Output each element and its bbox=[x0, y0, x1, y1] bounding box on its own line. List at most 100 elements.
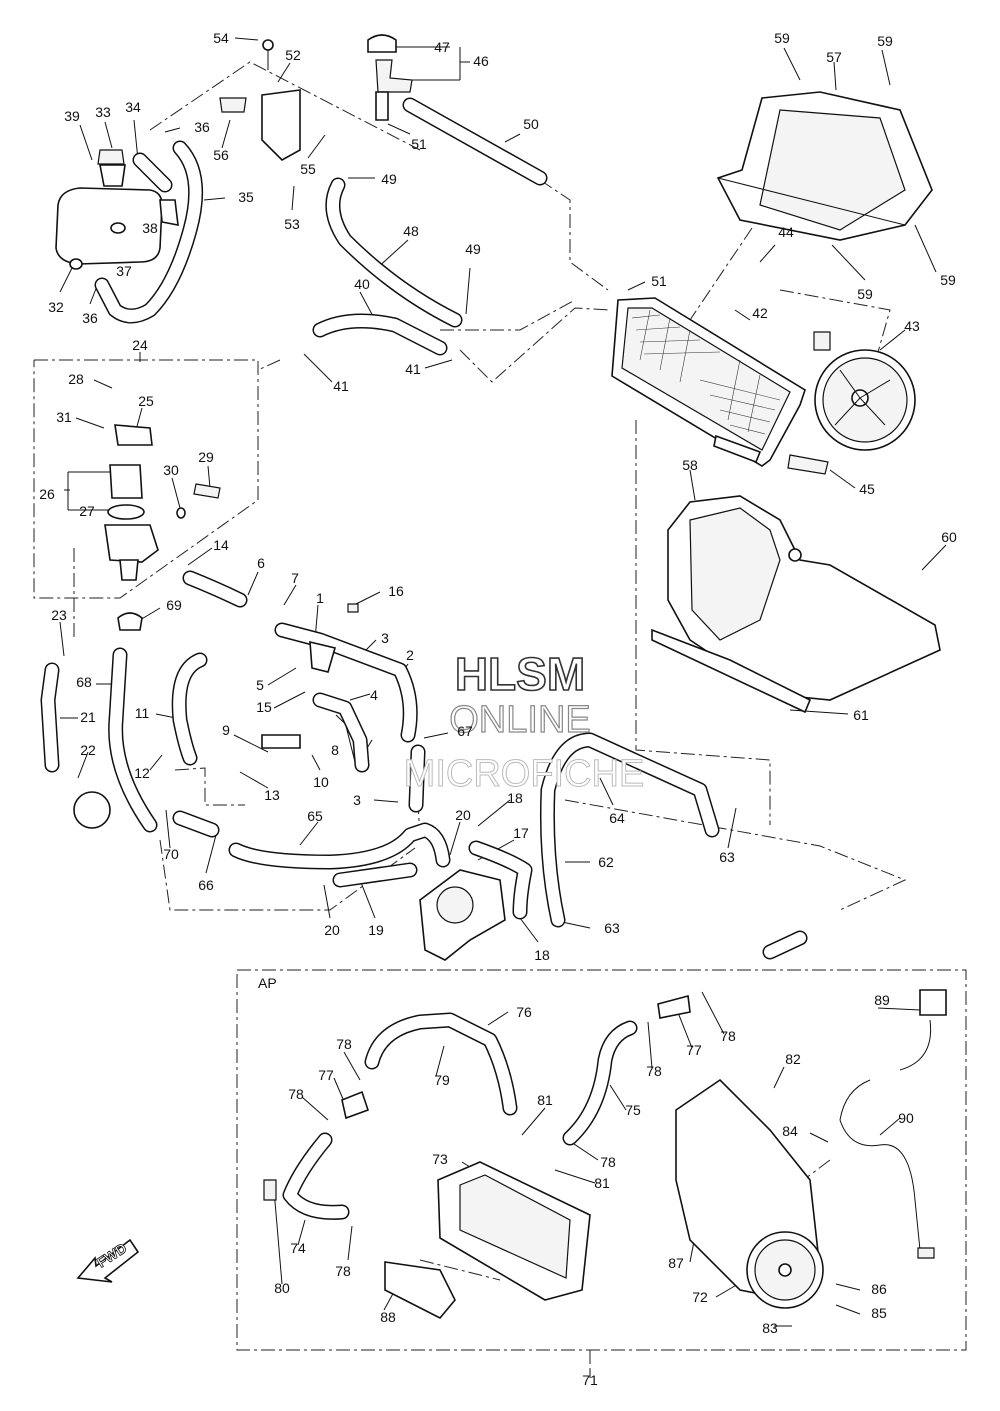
callout: 50 bbox=[523, 116, 539, 132]
callout: 40 bbox=[354, 276, 370, 292]
callout: 79 bbox=[434, 1072, 450, 1088]
reservoir-hoses bbox=[94, 140, 204, 324]
group-label-ap: AP bbox=[258, 975, 277, 991]
callout: 44 bbox=[778, 224, 794, 240]
callout: 42 bbox=[752, 305, 768, 321]
thermostat-assembly bbox=[104, 424, 221, 631]
callout: 18 bbox=[534, 947, 550, 963]
callout: 82 bbox=[785, 1051, 801, 1067]
fitting-9 bbox=[261, 603, 359, 749]
callout: 19 bbox=[368, 922, 384, 938]
callout: 49 bbox=[465, 241, 481, 257]
callout: 18 bbox=[507, 790, 523, 806]
callout: 81 bbox=[537, 1092, 553, 1108]
callout: 14 bbox=[213, 537, 229, 553]
callout: 51 bbox=[411, 136, 427, 152]
callout: 73 bbox=[432, 1151, 448, 1167]
callout: 6 bbox=[257, 555, 265, 571]
callout: 56 bbox=[213, 147, 229, 163]
main-hoses-upper bbox=[312, 97, 548, 356]
callout: 23 bbox=[51, 607, 67, 623]
callout: 43 bbox=[904, 318, 920, 334]
callout: 34 bbox=[125, 99, 141, 115]
cover-58 bbox=[651, 495, 941, 714]
callout: 16 bbox=[388, 583, 404, 599]
callout: 26 bbox=[39, 486, 55, 502]
callout: 38 bbox=[142, 220, 158, 236]
callout: 86 bbox=[871, 1281, 887, 1297]
callout: 3 bbox=[381, 630, 389, 646]
callout: 78 bbox=[646, 1063, 662, 1079]
callout: 72 bbox=[692, 1289, 708, 1305]
callout: 84 bbox=[782, 1123, 798, 1139]
group-outlines bbox=[33, 61, 967, 1370]
callout: 48 bbox=[403, 223, 419, 239]
callout: 31 bbox=[56, 409, 72, 425]
callout: 22 bbox=[80, 742, 96, 758]
callout: 25 bbox=[138, 393, 154, 409]
callout: 78 bbox=[720, 1028, 736, 1044]
watermark: HLSM ONLINE MICROFICHE bbox=[403, 647, 645, 795]
callout: 12 bbox=[134, 765, 150, 781]
radiator bbox=[611, 297, 806, 467]
callout: 70 bbox=[163, 846, 179, 862]
callout-labels: 1 2 3 3 4 5 6 7 8 9 10 11 12 13 14 15 16… bbox=[39, 30, 957, 1388]
callout: 7 bbox=[291, 570, 299, 586]
callout: 10 bbox=[313, 774, 329, 790]
filler-neck bbox=[219, 34, 413, 161]
callout: 36 bbox=[194, 119, 210, 135]
lower-hoses bbox=[40, 570, 720, 928]
fwd-arrow: FWD bbox=[76, 1238, 140, 1283]
callout: 4 bbox=[370, 687, 378, 703]
callout: 69 bbox=[166, 597, 182, 613]
callout: 15 bbox=[256, 699, 272, 715]
callout: 83 bbox=[762, 1320, 778, 1336]
callout: 81 bbox=[594, 1175, 610, 1191]
callout: 24 bbox=[132, 337, 148, 353]
callout: 62 bbox=[598, 854, 614, 870]
callout: 33 bbox=[95, 104, 111, 120]
callout: 8 bbox=[331, 742, 339, 758]
callout: 59 bbox=[877, 33, 893, 49]
callout: 59 bbox=[857, 286, 873, 302]
callout: 64 bbox=[609, 810, 625, 826]
callout: 47 bbox=[434, 39, 450, 55]
callout: 49 bbox=[381, 171, 397, 187]
callout: 71 bbox=[582, 1372, 598, 1388]
callout: 32 bbox=[48, 299, 64, 315]
callout: 60 bbox=[941, 529, 957, 545]
callout: 57 bbox=[826, 49, 842, 65]
callout: 78 bbox=[288, 1086, 304, 1102]
fan-shroud bbox=[716, 91, 933, 241]
callout: 45 bbox=[859, 481, 875, 497]
ap-group-parts bbox=[263, 989, 947, 1320]
callout: 66 bbox=[198, 877, 214, 893]
watermark-line1: HLSM bbox=[455, 648, 585, 700]
callout: 77 bbox=[686, 1042, 702, 1058]
callout: 9 bbox=[222, 722, 230, 738]
callout: 20 bbox=[455, 807, 471, 823]
callout: 11 bbox=[135, 705, 150, 721]
callout: 61 bbox=[853, 707, 869, 723]
callout: 80 bbox=[274, 1280, 290, 1296]
callout: 90 bbox=[898, 1110, 914, 1126]
callout: 74 bbox=[290, 1240, 306, 1256]
watermark-line2: ONLINE bbox=[449, 699, 590, 741]
callout: 27 bbox=[79, 503, 95, 519]
callout: 63 bbox=[604, 920, 620, 936]
callout: 35 bbox=[238, 189, 254, 205]
callout: 59 bbox=[774, 30, 790, 46]
callout: 65 bbox=[307, 808, 323, 824]
callout: 54 bbox=[213, 30, 229, 46]
watermark-line3: MICROFICHE bbox=[404, 753, 645, 795]
callout: 75 bbox=[625, 1102, 641, 1118]
callout: 76 bbox=[516, 1004, 532, 1020]
callout: 51 bbox=[651, 273, 667, 289]
callout: 20 bbox=[324, 922, 340, 938]
callout: 78 bbox=[335, 1263, 351, 1279]
callout: 52 bbox=[285, 47, 301, 63]
callout: 78 bbox=[336, 1036, 352, 1052]
callout: 59 bbox=[940, 272, 956, 288]
hose-upper-right bbox=[762, 930, 808, 960]
